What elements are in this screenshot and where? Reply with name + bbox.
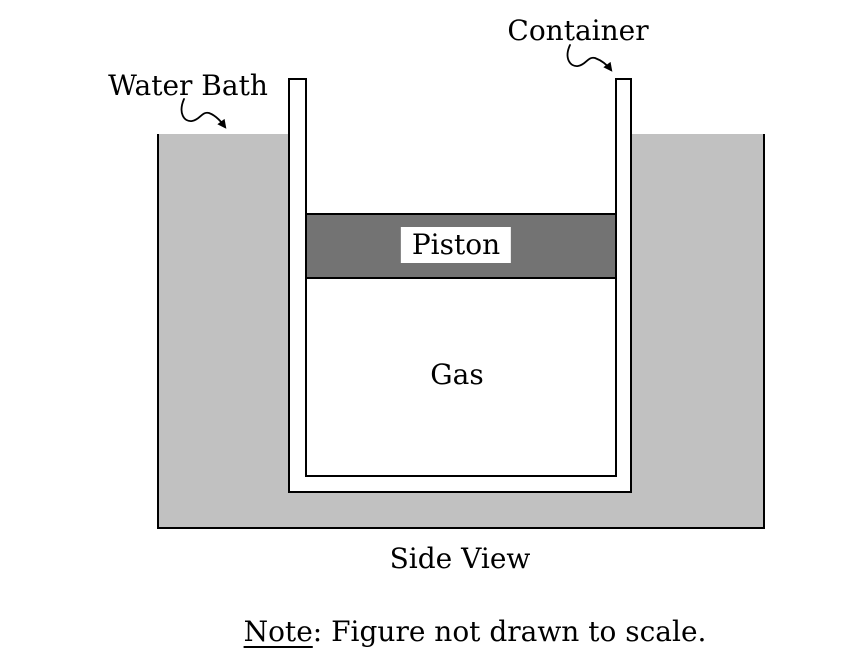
note-rest: : Figure not drawn to scale.	[312, 615, 707, 648]
container-label: Container	[507, 14, 649, 47]
note-prefix: Note	[243, 615, 313, 648]
note-caption: Note: Figure not drawn to scale.	[244, 615, 707, 649]
side-view-caption: Side View	[389, 542, 531, 575]
gas-label: Gas	[430, 358, 484, 391]
piston-label: Piston	[400, 227, 512, 263]
water-bath-arrow	[180, 98, 227, 129]
container-arrow	[566, 44, 613, 72]
water-bath-label: Water Bath	[108, 69, 268, 102]
